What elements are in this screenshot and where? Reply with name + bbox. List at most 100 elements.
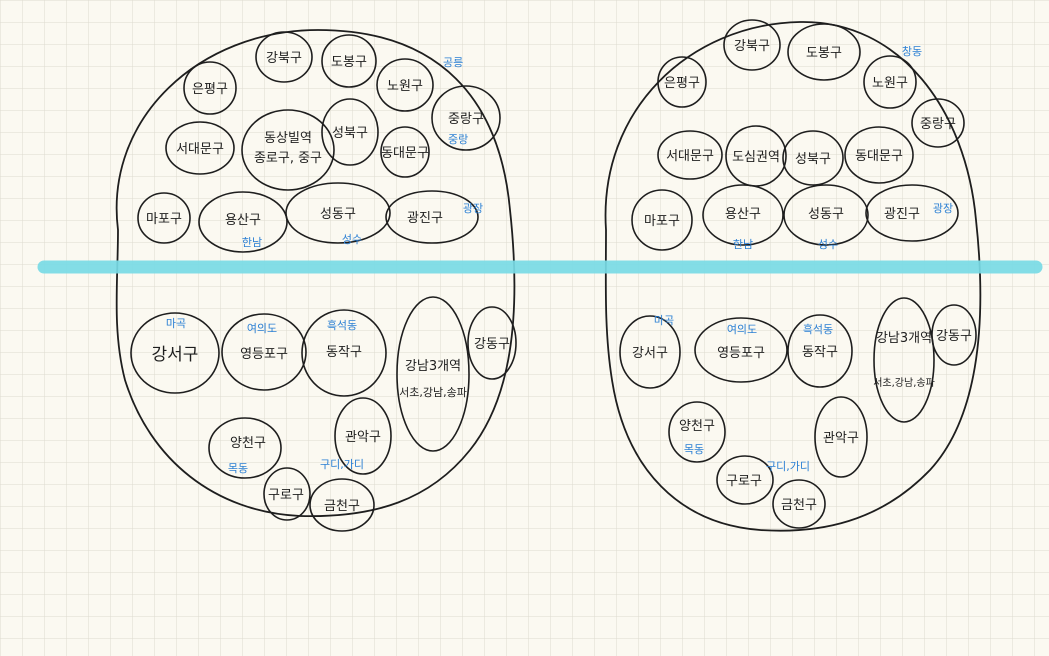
right-note-yangcheon: 목동 <box>684 443 704 456</box>
right-blob-dongjak <box>787 314 853 388</box>
right-label-dongdaemun: 동대문구 <box>855 149 903 164</box>
right-note-dongjak: 흑석동 <box>803 322 833 336</box>
left-label-gangnam-1: 강남3개역 <box>405 359 461 374</box>
right-note-gwangjin: 광장 <box>933 202 953 215</box>
left-note-yeongdeungpo: 여의도 <box>247 322 277 335</box>
left-blob-eunpyeong <box>183 61 237 115</box>
left-label-gangseo: 강서구 <box>152 345 199 365</box>
right-label-jongno-jung: 도심권역 <box>732 150 780 165</box>
left-label-yongsan: 용산구 <box>225 213 261 228</box>
right-label-gangnam-1: 강남3개역 <box>876 331 932 346</box>
right-label-gwangjin: 광진구 <box>884 207 920 222</box>
right-label-nowon: 노원구 <box>872 76 908 91</box>
left-label-yangcheon: 양천구 <box>230 436 266 451</box>
right-blob-gangdong <box>931 304 977 366</box>
left-blob-gwanak <box>334 397 392 475</box>
left-label-guro: 구로구 <box>268 488 304 503</box>
right-label-yangcheon: 양천구 <box>679 419 715 434</box>
right-blob-geumcheon <box>772 479 826 529</box>
right-note-gangseo: 마곡 <box>654 314 674 327</box>
left-blob-gangseo <box>130 312 220 394</box>
left-label-dongjak: 동작구 <box>326 345 362 360</box>
left-blob-seongbuk <box>321 98 379 166</box>
left-label-seongbuk: 성북구 <box>332 126 368 141</box>
left-note-yangcheon: 목동 <box>228 462 248 475</box>
right-note-dobong: 창동 <box>902 45 922 58</box>
right-label-dobong: 도봉구 <box>806 46 842 61</box>
right-note-yongsan: 한남 <box>733 238 753 251</box>
left-blob-gangbuk <box>255 31 313 83</box>
left-label-gwanak: 관악구 <box>345 430 381 445</box>
right-blob-gangnam <box>873 297 935 423</box>
right-label-dongjak: 동작구 <box>802 345 838 360</box>
left-label-dobong: 도봉구 <box>331 55 367 70</box>
left-blob-gangnam <box>396 296 470 452</box>
left-label-geumcheon: 금천구 <box>324 499 360 514</box>
right-blob-eunpyeong <box>657 56 707 108</box>
right-blob-nowon <box>863 55 917 109</box>
right-label-yongsan: 용산구 <box>725 207 761 222</box>
left-blob-gwangjin <box>385 190 479 244</box>
left-blob-yeongdeungpo <box>221 313 307 391</box>
left-blob-dongdaemun <box>380 126 430 178</box>
left-note-jungnang: 중랑 <box>448 133 468 146</box>
left-blob-geumcheon <box>309 478 375 532</box>
left-note-dongjak: 흑석동 <box>327 318 357 332</box>
left-note-gwangjin: 광장 <box>463 202 483 215</box>
right-label-gangnam-2: 서초,강남,송파 <box>873 377 935 389</box>
left-note-gangseo: 마곡 <box>166 317 186 330</box>
right-map: 은평구 강북구 도봉구 노원구 중랑구 서대문구 도심권역 성북구 동대문구 마… <box>604 19 982 532</box>
right-label-seongdong: 성동구 <box>808 207 844 222</box>
left-blob-gangdong <box>467 306 517 380</box>
right-label-gangseo: 강서구 <box>632 346 668 361</box>
right-label-yeongdeungpo: 영등포구 <box>717 346 765 361</box>
right-blob-yangcheon <box>668 401 726 463</box>
right-label-mapo: 마포구 <box>644 214 680 229</box>
left-blob-jungnang <box>431 85 501 151</box>
right-blob-yeongdeungpo <box>694 317 788 383</box>
left-label-nowon: 노원구 <box>387 79 423 94</box>
left-label-seongdong: 성동구 <box>320 207 356 222</box>
right-blob-gangbuk <box>723 19 781 71</box>
left-blob-guro <box>263 467 311 521</box>
left-note-yongsan: 한남 <box>242 236 262 249</box>
right-label-geumcheon: 금천구 <box>781 498 817 513</box>
left-label-seodaemun: 서대문구 <box>176 142 224 157</box>
right-blob-seodaemun <box>657 130 723 180</box>
left-blob-yangcheon <box>208 417 282 479</box>
left-label-jongno-jung-1: 동상빌역 <box>264 131 312 146</box>
right-label-guro: 구로구 <box>726 474 762 489</box>
left-label-jungnang: 중랑구 <box>448 112 484 127</box>
left-note-nowon: 공릉 <box>443 56 463 69</box>
right-note-yeongdeungpo: 여의도 <box>727 323 757 336</box>
left-blob-dongjak <box>301 309 387 397</box>
left-label-gangbuk: 강북구 <box>266 51 302 66</box>
left-blob-yongsan <box>198 191 288 253</box>
right-note-seongdong: 성수 <box>818 238 838 251</box>
left-label-yeongdeungpo: 영등포구 <box>240 347 288 362</box>
right-blob-gangseo <box>619 315 681 389</box>
right-blob-dobong <box>787 23 861 81</box>
left-blob-jongno-jung <box>241 109 335 191</box>
right-label-jungnang: 중랑구 <box>920 117 956 132</box>
left-note-seongdong: 성수 <box>342 233 362 246</box>
left-blob-seodaemun <box>165 121 235 175</box>
left-blob-mapo <box>137 192 191 244</box>
right-label-gangbuk: 강북구 <box>734 39 770 54</box>
right-blob-guro <box>716 455 774 505</box>
right-label-eunpyeong: 은평구 <box>664 76 700 91</box>
left-map: 은평구 강북구 도봉구 노원구 중랑구 서대문구 동상빌역 종로구, 중구 성북… <box>115 29 517 532</box>
right-blob-gwanak <box>814 396 868 478</box>
left-note-guro: 구디,가디 <box>320 458 364 471</box>
right-blob-gwangjin <box>865 184 959 242</box>
left-outer-boundary <box>115 29 516 518</box>
left-label-dongdaemun: 동대문구 <box>381 146 429 161</box>
left-blob-seongdong <box>285 182 391 244</box>
right-blob-mapo <box>631 189 693 251</box>
left-label-mapo: 마포구 <box>146 212 182 227</box>
right-label-gangdong: 강동구 <box>936 329 972 344</box>
right-label-gwanak: 관악구 <box>823 431 859 446</box>
right-blob-jungnang <box>911 98 965 148</box>
left-label-eunpyeong: 은평구 <box>192 82 228 97</box>
